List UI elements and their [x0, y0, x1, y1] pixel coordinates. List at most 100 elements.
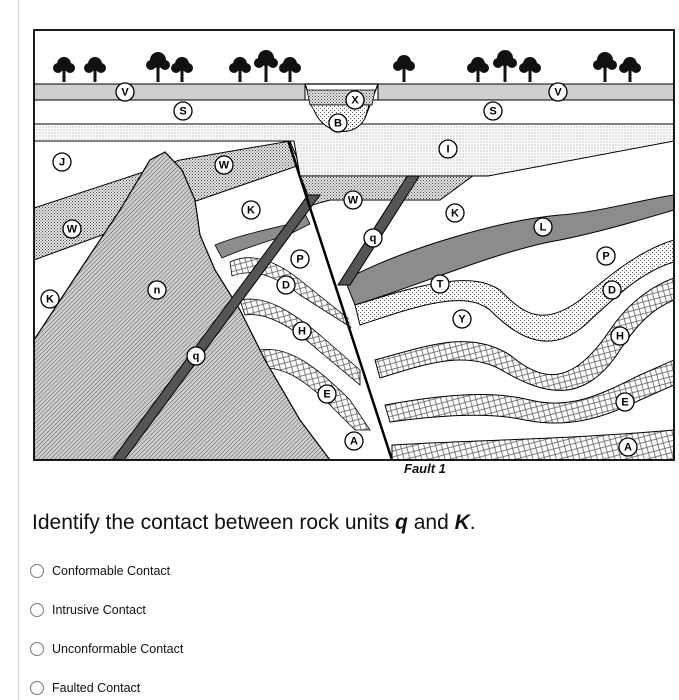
unit-label-d1: D [276, 275, 296, 295]
radio-button[interactable] [30, 603, 44, 617]
unit-label-e1: E [317, 384, 337, 404]
unit-label-text: P [602, 251, 609, 263]
unit-label-i: I [438, 139, 458, 159]
unit-v-west [34, 83, 306, 101]
radio-button[interactable] [30, 642, 44, 656]
tree-icon [593, 52, 617, 82]
unit-label-text: E [621, 397, 628, 409]
unit-label-k3: K [40, 289, 60, 309]
unit-label-q1: q [363, 228, 383, 248]
unit-label-circle [52, 152, 72, 172]
tree-icon [171, 57, 193, 82]
choice-label: Conformable Contact [52, 564, 171, 578]
tree-icons [53, 50, 641, 82]
unit-label-text: D [282, 280, 290, 292]
fault-caption: Fault 1 [404, 461, 446, 476]
unit-label-circle [241, 200, 261, 220]
question-text: Identify the contact between rock units … [32, 511, 476, 535]
tree-icon [229, 57, 251, 82]
tree-icon [146, 52, 170, 82]
unit-label-circle [483, 101, 503, 121]
unit-label-text: A [624, 442, 632, 454]
unit-label-circle [173, 101, 193, 121]
choice-label: Intrusive Contact [52, 603, 146, 617]
unit-label-t: T [430, 274, 450, 294]
unit-label-circle [445, 203, 465, 223]
unit-label-j: J [52, 152, 72, 172]
unit-label-circle [430, 274, 450, 294]
choice-faulted[interactable]: Faulted Contact [30, 678, 140, 698]
unit-label-circle [345, 90, 365, 110]
choice-label: Unconformable Contact [52, 642, 184, 656]
unit-e-west [259, 348, 371, 431]
unit-label-circle [363, 228, 383, 248]
tree-icon [393, 55, 415, 82]
unit-label-text: W [348, 195, 359, 207]
unit-label-circle [596, 246, 616, 266]
unit-label-text: X [351, 95, 359, 107]
unit-label-b: B [328, 113, 348, 133]
unit-label-circle [292, 321, 312, 341]
unit-label-circle [115, 82, 135, 102]
unit-label-circle [618, 437, 638, 457]
unit-label-circle [344, 431, 364, 451]
unit-label-p2: P [596, 246, 616, 266]
unit-label-w3: W [343, 190, 363, 210]
unit-label-y: Y [452, 309, 472, 329]
radio-button[interactable] [30, 564, 44, 578]
unit-label-circle [186, 346, 206, 366]
choice-unconformable[interactable]: Unconformable Contact [30, 639, 183, 659]
unit-label-text: W [219, 160, 230, 172]
unit-d-east [374, 277, 674, 391]
choice-label: Faulted Contact [52, 681, 141, 695]
question-suffix: . [469, 511, 476, 534]
unit-label-text: K [46, 294, 54, 306]
unit-label-text: S [179, 106, 186, 118]
section-frame-border [33, 29, 675, 461]
tree-icon [467, 57, 489, 82]
unit-label-v1: V [115, 82, 135, 102]
tree-icon [619, 57, 641, 82]
unit-label-circle [615, 392, 635, 412]
unit-label-text: D [608, 285, 616, 297]
dike-q-west [111, 194, 321, 460]
unit-label-circle [452, 309, 472, 329]
tree-icon [254, 50, 278, 82]
unit-label-a2: A [618, 437, 638, 457]
question-unit-1: q [395, 511, 408, 534]
unit-label-circle [147, 280, 167, 300]
unit-label-circle [533, 217, 553, 237]
tree-icon [84, 57, 106, 82]
choice-intrusive[interactable]: Intrusive Contact [30, 600, 146, 620]
tree-icon [279, 57, 301, 82]
unit-label-circle [290, 249, 310, 269]
radio-button[interactable] [30, 681, 44, 695]
unit-label-circle [214, 155, 234, 175]
unit-label-text: q [370, 233, 377, 245]
unit-label-text: K [247, 205, 255, 217]
unit-label-circle [276, 275, 296, 295]
unit-label-text: H [298, 326, 306, 338]
unit-label-text: n [154, 285, 161, 297]
question-unit-2: K [454, 511, 470, 534]
unit-label-w2: W [62, 219, 82, 239]
unit-label-circle [610, 326, 630, 346]
unit-label-h2: H [610, 326, 630, 346]
unit-i [34, 123, 674, 177]
unit-label-text: K [451, 208, 459, 220]
unit-label-circle [62, 219, 82, 239]
fault-1-line [286, 139, 394, 460]
choice-conformable[interactable]: Conformable Contact [30, 561, 170, 581]
unit-label-text: J [59, 157, 65, 169]
unit-label-text: W [67, 224, 78, 236]
unit-label-s1: S [173, 101, 193, 121]
unit-label-text: q [193, 351, 200, 363]
unit-e-east [384, 359, 674, 424]
unit-label-circle [317, 384, 337, 404]
unit-label-text: P [296, 254, 303, 266]
unit-label-n: n [147, 280, 167, 300]
unit-label-v2: V [548, 82, 568, 102]
unit-label-q2: q [186, 346, 206, 366]
unit-x [306, 89, 376, 106]
